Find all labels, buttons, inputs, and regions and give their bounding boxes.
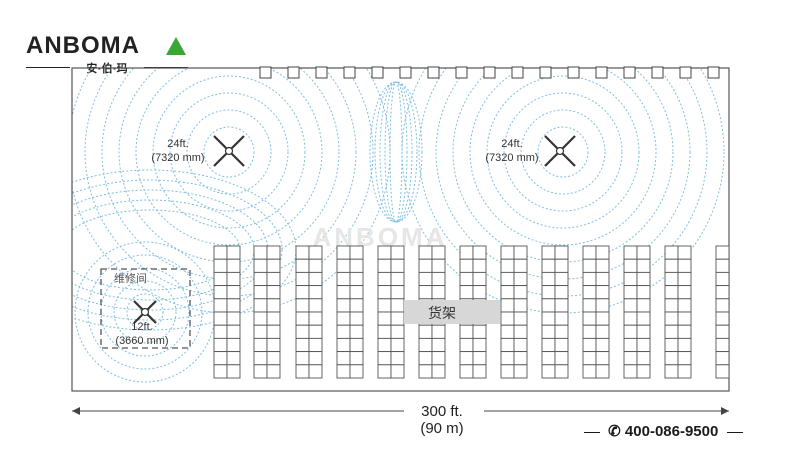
airflow-ring bbox=[435, 68, 691, 280]
airflow-ring bbox=[537, 126, 589, 178]
skylight bbox=[315, 66, 328, 79]
skylight bbox=[595, 66, 608, 79]
shelf-rack bbox=[664, 245, 692, 379]
fan-2-metric: (7320 mm) bbox=[485, 152, 538, 164]
shelf-rack bbox=[377, 245, 405, 379]
shelf-label: 货架 bbox=[428, 305, 456, 322]
skylight bbox=[343, 66, 356, 79]
airflow-sweep bbox=[72, 179, 283, 321]
airflow-ring bbox=[418, 68, 708, 297]
fan-icon bbox=[133, 300, 157, 324]
logo-accent-icon bbox=[166, 37, 186, 55]
airflow-overlap bbox=[374, 81, 418, 223]
brand-name: ANBOMA bbox=[26, 32, 140, 59]
airflow-ring bbox=[113, 280, 177, 344]
phone-icon: ✆ bbox=[608, 423, 621, 440]
dimension-meters: (90 m) bbox=[420, 420, 463, 437]
dimension-label-bg bbox=[404, 402, 484, 420]
dimension-arrow-left bbox=[72, 407, 80, 415]
airflow-ring bbox=[135, 68, 323, 246]
skylight bbox=[371, 66, 384, 79]
airflow-overlap bbox=[369, 81, 423, 223]
airflow-ring bbox=[169, 92, 289, 212]
skylight bbox=[679, 66, 692, 79]
logo-rule-left bbox=[26, 67, 70, 68]
airflow-ring bbox=[101, 68, 357, 280]
shelf-rack bbox=[253, 245, 281, 379]
shelf-label-box bbox=[404, 300, 500, 324]
dimension-feet: 300 ft. bbox=[421, 403, 463, 420]
fan-2-size: 24ft. bbox=[501, 138, 522, 150]
airflow-ring bbox=[100, 267, 190, 357]
skylight bbox=[623, 66, 636, 79]
shelf-rack bbox=[715, 245, 730, 379]
skylight bbox=[567, 66, 580, 79]
skylight bbox=[399, 66, 412, 79]
shelf-rack bbox=[500, 245, 528, 379]
fan-1-size: 24ft. bbox=[167, 138, 188, 150]
airflow-ring bbox=[486, 75, 640, 229]
shelf-rack bbox=[582, 245, 610, 379]
dimension-arrow-right bbox=[721, 407, 729, 415]
shelving-racks bbox=[213, 245, 730, 379]
fan-icon bbox=[213, 135, 245, 167]
maintenance-room-label: 维修间 bbox=[114, 271, 147, 285]
airflow-ring bbox=[520, 109, 606, 195]
airflow-sweep bbox=[72, 209, 241, 291]
airflow-waves bbox=[72, 68, 725, 383]
maintenance-room bbox=[100, 268, 191, 349]
airflow-overlap bbox=[389, 81, 403, 223]
skylight bbox=[539, 66, 552, 79]
airflow-ring bbox=[469, 68, 657, 246]
airflow-ring bbox=[186, 109, 272, 195]
contact-phone: ✆ 400-086-9500 bbox=[580, 422, 747, 440]
roof-skylights bbox=[259, 66, 720, 79]
brand-logo: ANBOMA 安·伯·玛 bbox=[26, 32, 188, 75]
airflow-ring bbox=[87, 254, 203, 370]
skylight bbox=[651, 66, 664, 79]
airflow-ring bbox=[152, 75, 306, 229]
airflow-ring bbox=[84, 68, 374, 297]
airflow-ring bbox=[503, 92, 623, 212]
shelf-rack bbox=[336, 245, 364, 379]
airflow-ring bbox=[203, 126, 255, 178]
skylight bbox=[511, 66, 524, 79]
skylight bbox=[427, 66, 440, 79]
airflow-overlap bbox=[379, 81, 413, 223]
skylight bbox=[455, 66, 468, 79]
phone-rule-left bbox=[584, 431, 600, 433]
fan-3-metric: (3660 mm) bbox=[115, 335, 168, 347]
skylight bbox=[259, 66, 272, 79]
skylight bbox=[287, 66, 300, 79]
skylight bbox=[707, 66, 720, 79]
shelf-rack bbox=[213, 245, 241, 379]
airflow-overlap bbox=[384, 81, 408, 223]
airflow-ring bbox=[126, 293, 164, 331]
shelf-rack bbox=[295, 245, 323, 379]
fan-3-size: 12ft. bbox=[131, 321, 152, 333]
skylight bbox=[483, 66, 496, 79]
fan-icon bbox=[544, 135, 576, 167]
shelf-rack bbox=[541, 245, 569, 379]
phone-rule-right bbox=[726, 431, 743, 433]
shelf-rack bbox=[623, 245, 651, 379]
fan-1-metric: (7320 mm) bbox=[151, 152, 204, 164]
